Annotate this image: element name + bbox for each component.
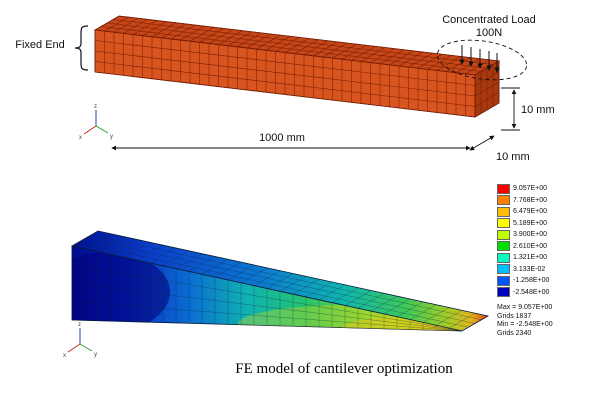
width-dim-label: 10 mm [496, 151, 530, 163]
legend-value: 9.057E+00 [513, 185, 548, 193]
axis-y-label: y [94, 352, 97, 358]
length-dimension: 1000 mm [111, 132, 471, 151]
legend-swatch [497, 252, 510, 263]
legend-swatch [497, 206, 510, 217]
axes-triad-top: z x y [79, 104, 113, 141]
height-dim-label: 10 mm [521, 104, 555, 116]
legend-entry: -2.548E+00 [497, 287, 597, 299]
fringe-legend: 9.057E+00 7.768E+00 6.479E+00 5.189E+00 3.90… [497, 183, 597, 338]
beam-front-mesh [94, 29, 476, 118]
legend-value: 1.321E+00 [513, 254, 548, 262]
legend-stats: Max = 9.057E+00 Grids 1837 Min = -2.548E… [497, 304, 597, 338]
legend-min: Min = -2.548E+00 [497, 321, 553, 328]
legend-entry: 3.900E+00 [497, 229, 597, 241]
legend-min-grid: Grids 2340 [497, 329, 532, 337]
legend-value: 3.900E+00 [513, 231, 548, 239]
legend-entry: -1.258E+00 [497, 275, 597, 287]
beam-model: Fixed End Concentrated Load 100N 1000 mm [15, 14, 554, 163]
axis-x-label: x [63, 353, 66, 359]
legend-max: Max = 9.057E+00 [497, 304, 553, 311]
low-stress-blob [72, 252, 170, 331]
axis-z-label: z [94, 104, 97, 110]
fixed-end-label: Fixed End [15, 39, 65, 51]
beam-top-mesh [94, 15, 500, 76]
legend-value: 7.768E+00 [513, 196, 548, 204]
axis-y-label: y [110, 134, 113, 140]
width-dimension: 10 mm [469, 135, 530, 163]
legend-max-grid: Grids 1837 [497, 312, 532, 320]
fixed-end-brace [74, 25, 89, 71]
legend-value: -2.548E+00 [513, 288, 550, 296]
legend-value: 2.610E+00 [513, 242, 548, 250]
legend-entry: 1.321E+00 [497, 252, 597, 264]
legend-swatch [497, 183, 510, 194]
legend-value: -1.258E+00 [513, 277, 550, 285]
load-label-line1: Concentrated Load [442, 14, 536, 26]
legend-value: 6.479E+00 [513, 208, 548, 216]
axis-x-label: x [79, 135, 82, 141]
legend-entry: 3.133E-02 [497, 264, 597, 276]
legend-swatch [497, 264, 510, 275]
load-label-line2: 100N [476, 27, 502, 39]
length-dim-label: 1000 mm [259, 132, 305, 144]
legend-entry: 2.610E+00 [497, 241, 597, 253]
legend-entry: 7.768E+00 [497, 195, 597, 207]
legend-swatch [497, 195, 510, 206]
legend-swatch [497, 287, 510, 298]
axis-z-label: z [78, 322, 81, 328]
legend-entry: 6.479E+00 [497, 206, 597, 218]
wedge-front-mesh [71, 245, 463, 332]
legend-entry: 5.189E+00 [497, 218, 597, 230]
figure-caption: FE model of cantilever optimization [235, 361, 453, 377]
legend-swatch [497, 229, 510, 240]
optimized-model: z x y [63, 230, 490, 359]
axes-triad-bottom: z x y [63, 322, 97, 359]
legend-entries: 9.057E+00 7.768E+00 6.479E+00 5.189E+00 3.90… [497, 183, 597, 298]
legend-entry: 9.057E+00 [497, 183, 597, 195]
load-arrows [459, 45, 500, 73]
legend-swatch [497, 275, 510, 286]
height-dimension: 10 mm [501, 87, 555, 131]
legend-value: 3.133E-02 [513, 265, 546, 273]
legend-swatch [497, 241, 510, 252]
legend-value: 5.189E+00 [513, 219, 548, 227]
legend-swatch [497, 218, 510, 229]
